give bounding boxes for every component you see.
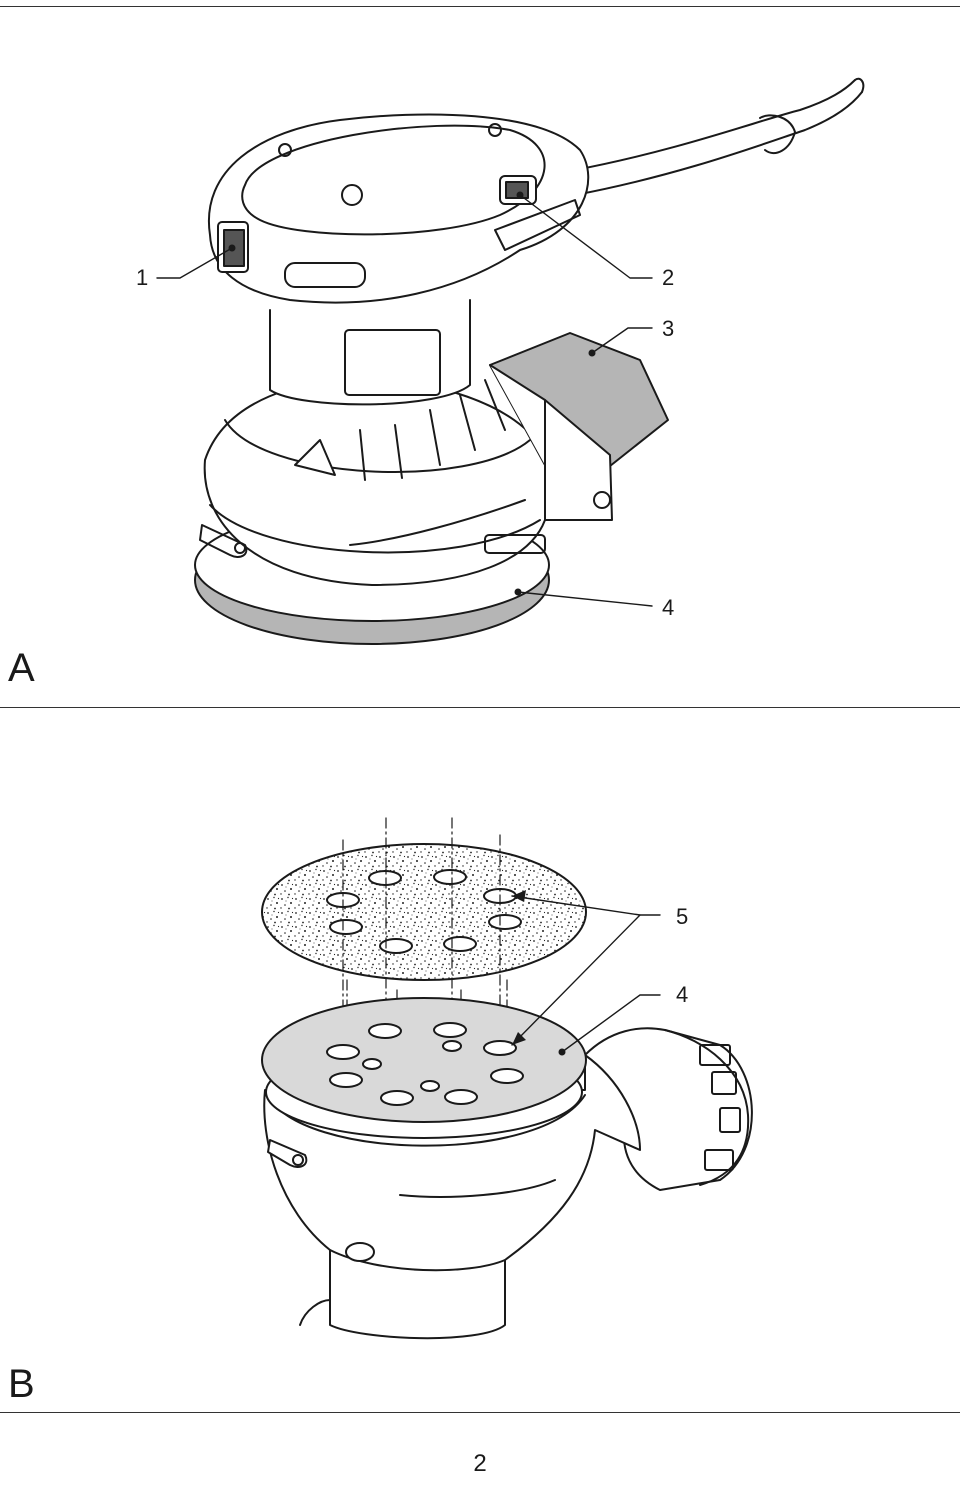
- motor-column: [269, 299, 471, 406]
- callout-3: 3: [662, 316, 675, 341]
- backing-pad: [261, 997, 587, 1123]
- callout-1: 1: [136, 265, 149, 290]
- top-rule: [0, 6, 960, 7]
- panel-label-b: B: [8, 1362, 35, 1406]
- handle-top: [207, 113, 590, 304]
- callout-4: 4: [662, 595, 675, 620]
- panel-b-pad-illustration: [261, 817, 753, 1340]
- callout-4-b: 4: [676, 982, 689, 1007]
- callout-5: 5: [676, 904, 689, 929]
- sandpaper-disc: [261, 843, 587, 981]
- panel-divider: [0, 707, 960, 708]
- bottom-rule: [0, 1412, 960, 1413]
- page-number: 2: [473, 1450, 487, 1477]
- callout-2: 2: [662, 265, 675, 290]
- power-cord: [574, 79, 856, 171]
- panel-label-a: A: [8, 646, 35, 690]
- panel-a-sander-illustration: [156, 77, 865, 645]
